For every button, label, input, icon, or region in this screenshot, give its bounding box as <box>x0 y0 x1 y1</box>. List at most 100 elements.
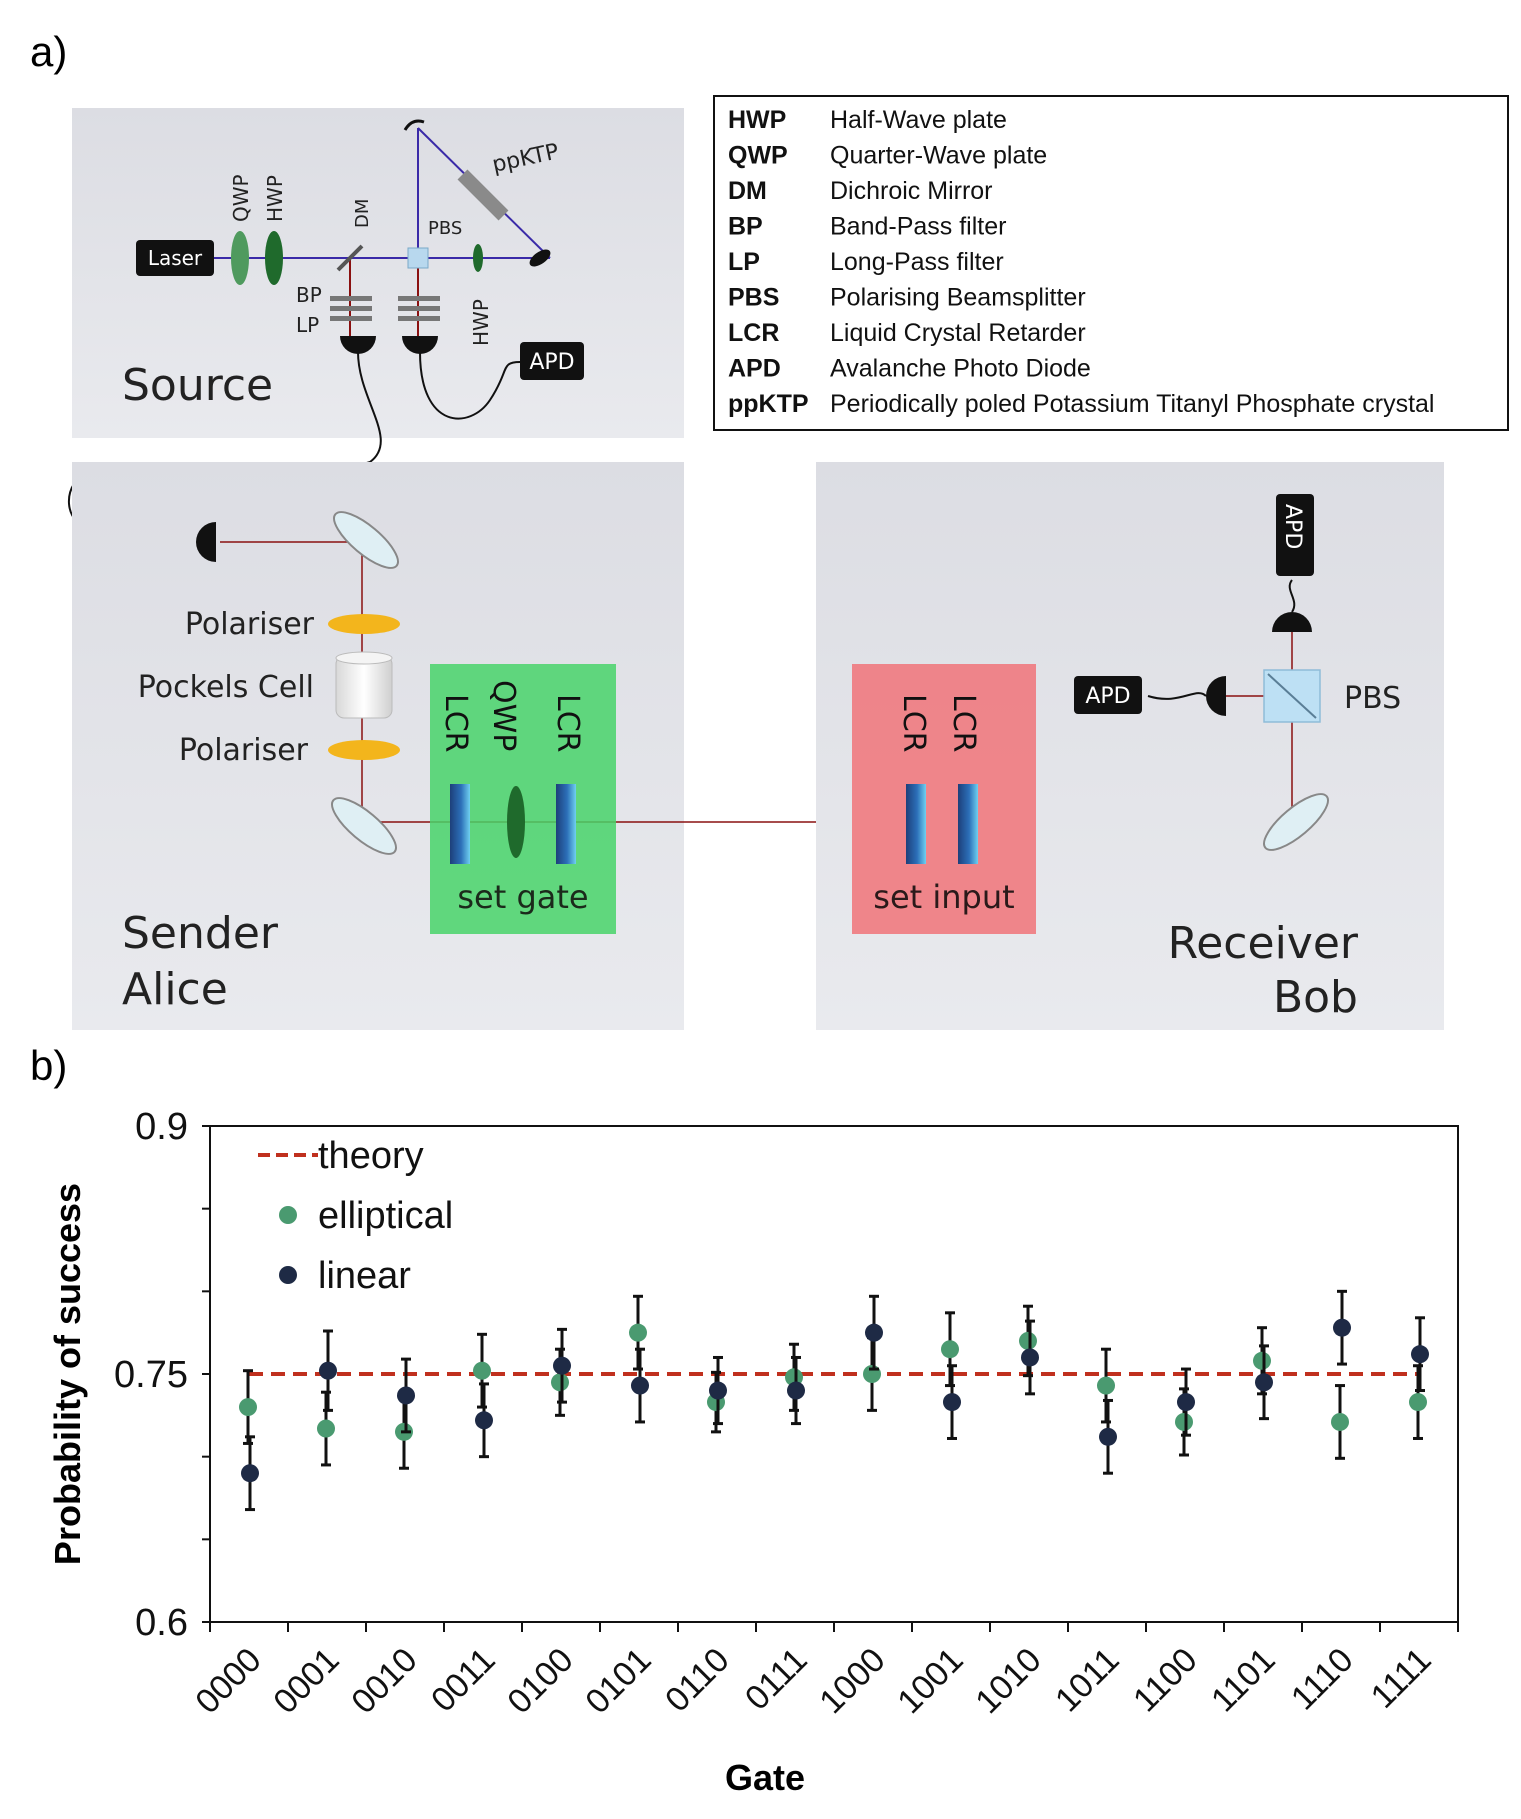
fiber-to-apd <box>419 351 521 420</box>
filters-idler-icon <box>330 296 372 321</box>
hwp-plate-icon <box>265 231 283 285</box>
set-input-label: set input <box>873 878 1014 916</box>
elliptical-point <box>629 1323 647 1342</box>
ppktp-crystal-icon <box>457 169 509 221</box>
mirror-icon <box>529 249 551 267</box>
pockels-cell-label: Pockels Cell <box>138 670 314 705</box>
x-tick-label: 1000 <box>812 1641 892 1721</box>
y-axis: 0.6 0.75 0.9 <box>114 1106 210 1644</box>
alice-title-line1: Sender <box>122 908 279 959</box>
linear-point <box>631 1376 649 1395</box>
x-tick-label: 0110 <box>658 1641 737 1720</box>
legend-theory-label: theory <box>318 1135 424 1177</box>
apd-left-coupler-icon <box>1206 676 1226 716</box>
gate-qwp-icon <box>507 786 525 858</box>
linear-point <box>943 1393 961 1412</box>
gate-lcr1-icon <box>450 784 470 864</box>
bob-box: Receiver Bob set input LCR LCR PBS APD A… <box>816 462 1444 1030</box>
alice-mirror-top-icon <box>333 511 399 569</box>
elliptical-point <box>1175 1412 1193 1431</box>
elliptical-point <box>1253 1351 1271 1370</box>
bob-mirror-icon <box>1263 793 1329 851</box>
qwp-plate-icon <box>231 231 249 285</box>
alice-box: Sender Alice Polariser Polariser Pockels… <box>72 462 1310 1030</box>
x-tick-label: 1010 <box>968 1641 1048 1721</box>
legend-desc: Band-Pass filter <box>830 213 1006 241</box>
x-tick-label: 0011 <box>424 1641 503 1720</box>
apd-source-label: APD <box>529 350 574 375</box>
alice-mirror-bottom-icon <box>331 797 397 855</box>
gate-lcr2-label: LCR <box>550 694 585 753</box>
linear-point <box>475 1411 493 1430</box>
gate-lcr2-icon <box>556 784 576 864</box>
linear-point <box>319 1361 337 1380</box>
bob-title-line1: Receiver <box>1168 918 1359 969</box>
polariser-top-icon <box>328 614 400 634</box>
bob-title-line2: Bob <box>1273 972 1358 1023</box>
pockels-cell-icon <box>335 655 393 719</box>
hwp-arm-label: HWP <box>469 299 493 346</box>
legend-abbr: LP <box>728 248 760 276</box>
apd-top-fiber <box>1288 579 1296 613</box>
fiber-coupler-idler-icon <box>340 336 376 354</box>
laser-icon <box>136 240 214 276</box>
x-tick-label: 0010 <box>344 1641 424 1721</box>
y-tick-label: 0.75 <box>114 1354 188 1396</box>
legend-desc: Quarter-Wave plate <box>830 142 1047 170</box>
legend-desc: Long-Pass filter <box>830 248 1004 276</box>
set-gate-label: set gate <box>457 878 588 916</box>
legend-abbr: BP <box>728 213 763 241</box>
curved-mirror-icon <box>403 119 425 131</box>
legend-desc: Half-Wave plate <box>830 106 1007 134</box>
pbs-cube-icon <box>407 247 429 269</box>
linear-point <box>1333 1318 1351 1337</box>
legend-linear-swatch <box>279 1266 297 1284</box>
legend-desc: Liquid Crystal Retarder <box>830 319 1086 347</box>
x-tick-label: 0101 <box>578 1641 658 1721</box>
pbs-label: PBS <box>428 218 462 239</box>
apd-left-label: APD <box>1085 684 1130 709</box>
legend-desc: Dichroic Mirror <box>830 177 993 205</box>
linear-point <box>1411 1345 1429 1364</box>
y-tick-label: 0.6 <box>135 1602 188 1644</box>
hwp-label: HWP <box>263 175 287 222</box>
legend-desc: Avalanche Photo Diode <box>830 355 1091 383</box>
linear-point <box>1099 1427 1117 1446</box>
x-tick-label: 0100 <box>500 1641 580 1721</box>
elliptical-point <box>785 1368 803 1387</box>
polariser-top-label: Polariser <box>185 607 315 642</box>
legend-abbr: DM <box>728 177 767 205</box>
gate-qwp-label: QWP <box>486 680 521 751</box>
x-tick-label: 1101 <box>1204 1641 1283 1720</box>
legend-elliptical-swatch <box>279 1206 297 1224</box>
input-lcr1-icon <box>906 784 926 864</box>
linear-point <box>709 1381 727 1400</box>
pockels-cell-top-icon <box>335 651 393 665</box>
legend-linear-label: linear <box>318 1255 411 1297</box>
polariser-bottom-label: Polariser <box>179 733 309 768</box>
bob-pbs-label: PBS <box>1344 681 1401 716</box>
elliptical-point <box>1331 1412 1349 1431</box>
input-lcr1-label: LCR <box>896 694 931 753</box>
linear-point <box>397 1386 415 1405</box>
y-tick-label: 0.9 <box>135 1106 188 1148</box>
elliptical-point <box>941 1340 959 1359</box>
x-tick-label: 0111 <box>738 1641 815 1718</box>
legend-desc: Polarising Beamsplitter <box>830 284 1086 312</box>
set-input-region <box>852 664 1036 934</box>
bp-label: BP <box>296 283 322 307</box>
linear-point <box>241 1464 259 1483</box>
alice-fiber-coupler-icon <box>196 522 216 562</box>
elliptical-point <box>1409 1393 1427 1412</box>
x-tick-label: 1011 <box>1048 1641 1127 1720</box>
linear-point <box>865 1323 883 1342</box>
dm-label: DM <box>352 199 373 228</box>
apd-left-fiber <box>1147 692 1207 700</box>
fiber-coupler-signal-icon <box>402 336 438 354</box>
x-tick-label: 1001 <box>890 1641 970 1721</box>
lp-label: LP <box>296 313 319 337</box>
panel-a-label: a) <box>30 28 67 75</box>
